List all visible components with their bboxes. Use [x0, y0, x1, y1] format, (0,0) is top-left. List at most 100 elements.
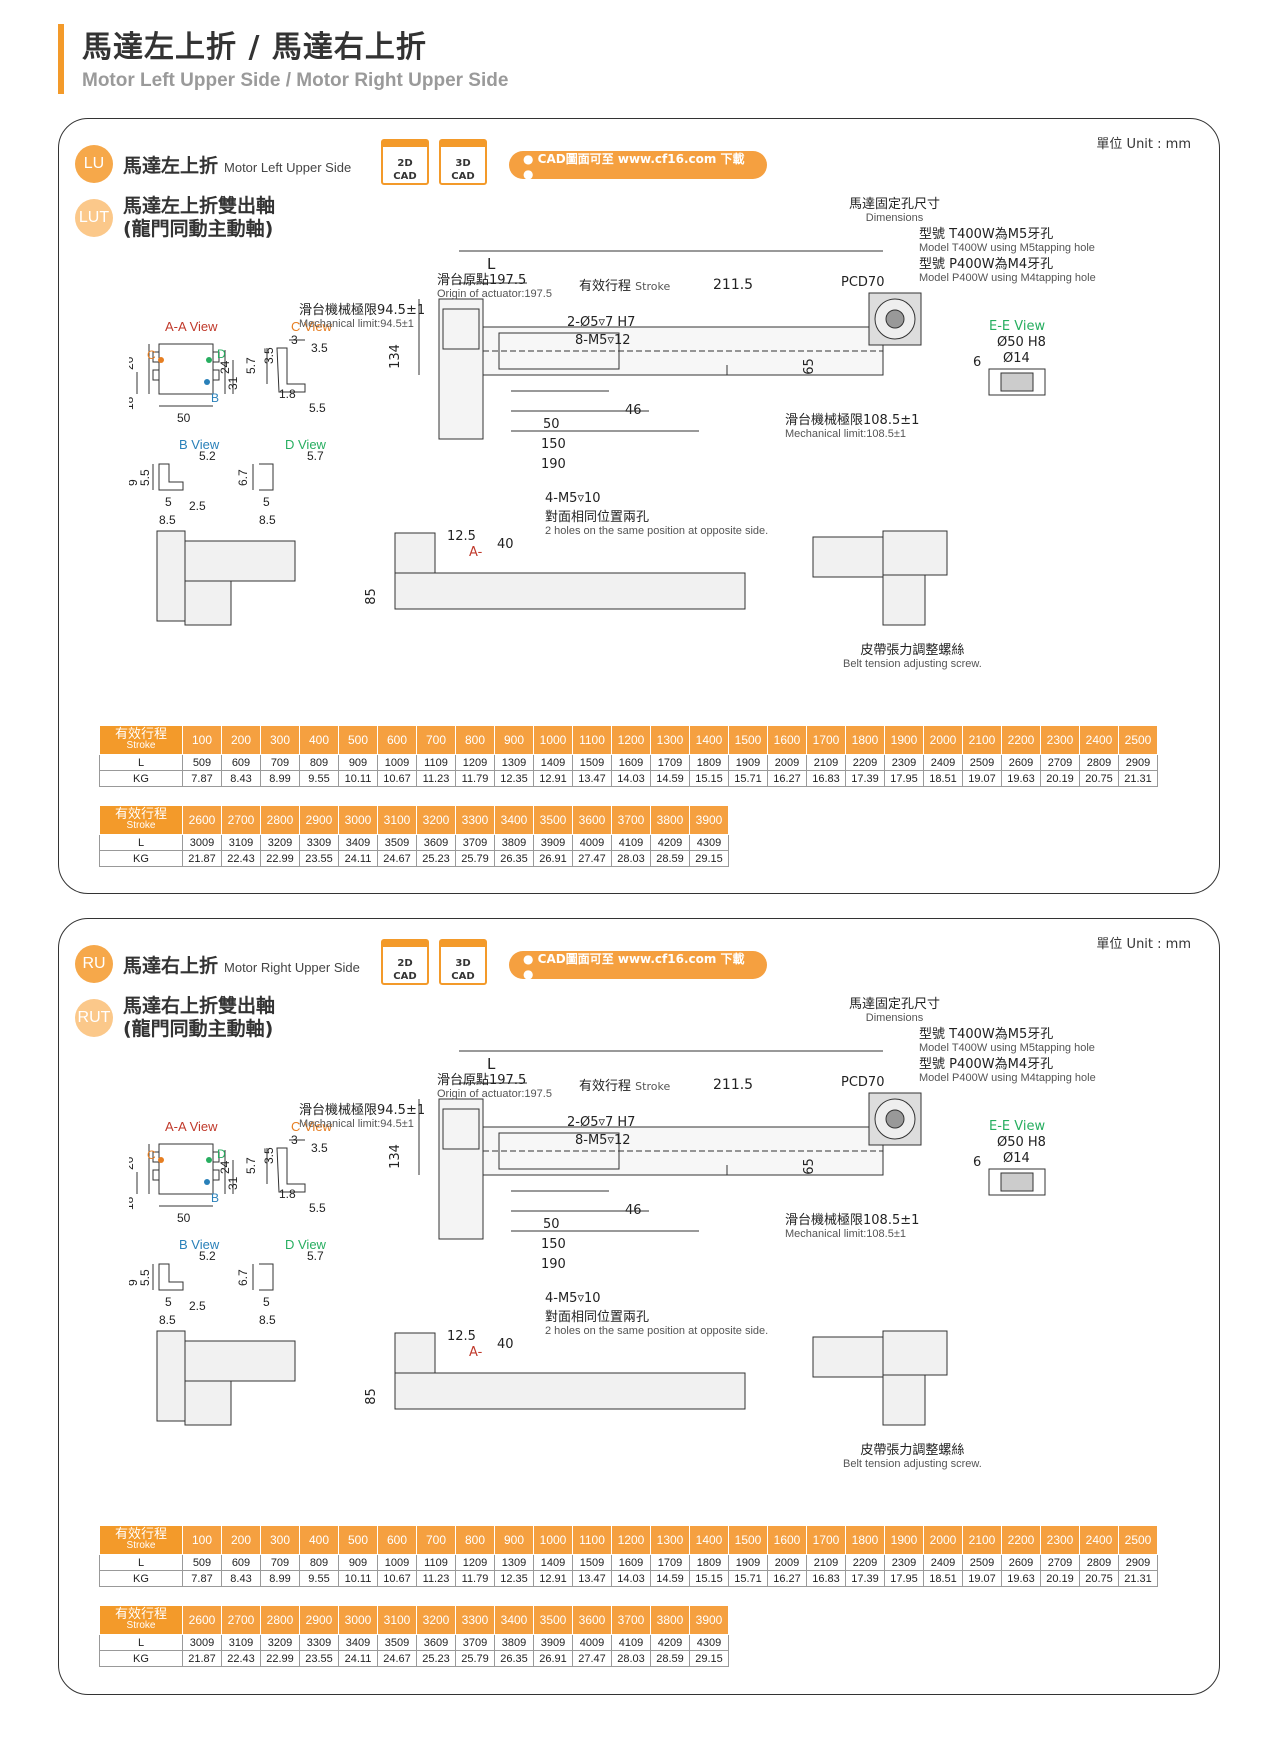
value-cell: 2109 — [806, 754, 846, 771]
svg-text:5: 5 — [165, 1295, 172, 1309]
value-cell: 14.03 — [611, 1570, 651, 1587]
stroke-cell: 200 — [221, 1525, 261, 1555]
value-cell: 25.23 — [416, 850, 456, 867]
svg-text:31: 31 — [226, 376, 240, 390]
pcd-label: PCD70 — [841, 275, 885, 290]
value-cell: 17.39 — [845, 770, 885, 787]
value-cell: 23.55 — [299, 1650, 339, 1667]
side-views-drawing — [156, 1330, 948, 1426]
value-cell: 1709 — [650, 754, 690, 771]
value-cell: 12.91 — [533, 1570, 573, 1587]
value-cell: 2309 — [884, 754, 924, 771]
value-cell: 2209 — [845, 1554, 885, 1571]
dim-85: 85 — [363, 1388, 379, 1405]
cad-2d-button[interactable]: 2D CAD — [381, 139, 429, 185]
stroke-cell: 100 — [182, 1525, 222, 1555]
value-cell: 26.35 — [494, 1650, 534, 1667]
svg-text:3.5: 3.5 — [262, 347, 276, 364]
cad-download-link[interactable]: ● CAD圖面可至 www.cf16.com 下載 ● — [509, 951, 767, 981]
stroke-cell: 2500 — [1118, 1525, 1158, 1555]
stroke-cell: 700 — [416, 725, 456, 755]
cad-3d-button[interactable]: 3D CAD — [439, 939, 487, 985]
stroke-cell: 2900 — [299, 1605, 339, 1635]
value-cell: 1709 — [650, 1554, 690, 1571]
value-cell: 22.99 — [260, 850, 300, 867]
stroke-cell: 2400 — [1079, 725, 1119, 755]
value-cell: 2709 — [1040, 754, 1080, 771]
page-title: 馬達左上折 / 馬達右上折 — [82, 30, 427, 65]
value-cell: 10.67 — [377, 770, 417, 787]
stroke-cell: 2800 — [260, 1605, 300, 1635]
dim-85: 85 — [363, 588, 379, 605]
dim-211: 211.5 — [713, 1077, 754, 1093]
cad-3d-button[interactable]: 3D CAD — [439, 139, 487, 185]
value-cell: 24.67 — [377, 850, 417, 867]
stroke-cell: 1500 — [728, 1525, 768, 1555]
value-cell: 509 — [182, 754, 222, 771]
value-cell: 16.27 — [767, 770, 807, 787]
model-badge-gantry: RUT — [75, 999, 113, 1037]
stroke-cell: 100 — [182, 725, 222, 755]
stroke-cell: 1600 — [767, 725, 807, 755]
value-cell: 4309 — [689, 1634, 729, 1651]
b-marker: B — [211, 1191, 219, 1205]
stroke-cell: 2500 — [1118, 725, 1158, 755]
dim-150: 150 — [541, 1237, 566, 1252]
cad-2d-button[interactable]: 2D CAD — [381, 939, 429, 985]
pcd-label: PCD70 — [841, 1075, 885, 1090]
aa-view-label: A-A View — [165, 319, 218, 334]
value-cell: 7.87 — [182, 1570, 222, 1587]
stroke-cell: 1000 — [533, 725, 573, 755]
svg-text:2.5: 2.5 — [189, 1299, 206, 1313]
value-cell: 2509 — [962, 754, 1002, 771]
value-cell: 26.91 — [533, 850, 573, 867]
value-cell: 2809 — [1079, 754, 1119, 771]
value-cell: 609 — [221, 1554, 261, 1571]
dim-40: 40 — [497, 1337, 514, 1352]
value-cell: 21.87 — [182, 1650, 222, 1667]
pin-hole-label: 2-Ø5▿7 H7 — [567, 315, 636, 330]
value-cell: 23.55 — [299, 850, 339, 867]
value-cell: 909 — [338, 1554, 378, 1571]
header-accent-bar — [58, 24, 64, 94]
svg-text:5.5: 5.5 — [309, 401, 326, 415]
value-cell: 19.07 — [962, 770, 1002, 787]
value-cell: 1309 — [494, 754, 534, 771]
value-cell: 19.07 — [962, 1570, 1002, 1587]
stroke-cell: 3400 — [494, 805, 534, 835]
value-cell: 3509 — [377, 1634, 417, 1651]
svg-text:26: 26 — [129, 356, 136, 370]
dim-L: L — [487, 255, 496, 273]
value-cell: 7.87 — [182, 770, 222, 787]
value-cell: 4209 — [650, 1634, 690, 1651]
value-cell: 2709 — [1040, 1554, 1080, 1571]
value-cell: 11.23 — [416, 1570, 456, 1587]
stroke-cell: 3100 — [377, 805, 417, 835]
value-cell: 4309 — [689, 834, 729, 851]
stroke-cell: 1800 — [845, 725, 885, 755]
svg-text:9: 9 — [129, 479, 140, 486]
value-cell: 2009 — [767, 754, 807, 771]
cad-download-link[interactable]: ● CAD圖面可至 www.cf16.com 下載 ● — [509, 151, 767, 181]
stroke-cell: 500 — [338, 725, 378, 755]
value-cell: 16.83 — [806, 1570, 846, 1587]
value-cell: 3109 — [221, 834, 261, 851]
svg-text:5.7: 5.7 — [244, 357, 258, 374]
svg-text:3.5: 3.5 — [262, 1147, 276, 1164]
value-cell: 3709 — [455, 834, 495, 851]
dim-50: 50 — [177, 1211, 191, 1225]
stroke-cell: 800 — [455, 1525, 495, 1555]
stroke-label: 有效行程 Stroke — [579, 279, 671, 294]
svg-text:5.2: 5.2 — [199, 449, 216, 463]
model-badge-gantry: LUT — [75, 199, 113, 237]
value-cell: 26.35 — [494, 850, 534, 867]
value-cell: 28.03 — [611, 1650, 651, 1667]
value-cell: 1609 — [611, 1554, 651, 1571]
value-cell: 15.15 — [689, 1570, 729, 1587]
stroke-cell: 900 — [494, 1525, 534, 1555]
